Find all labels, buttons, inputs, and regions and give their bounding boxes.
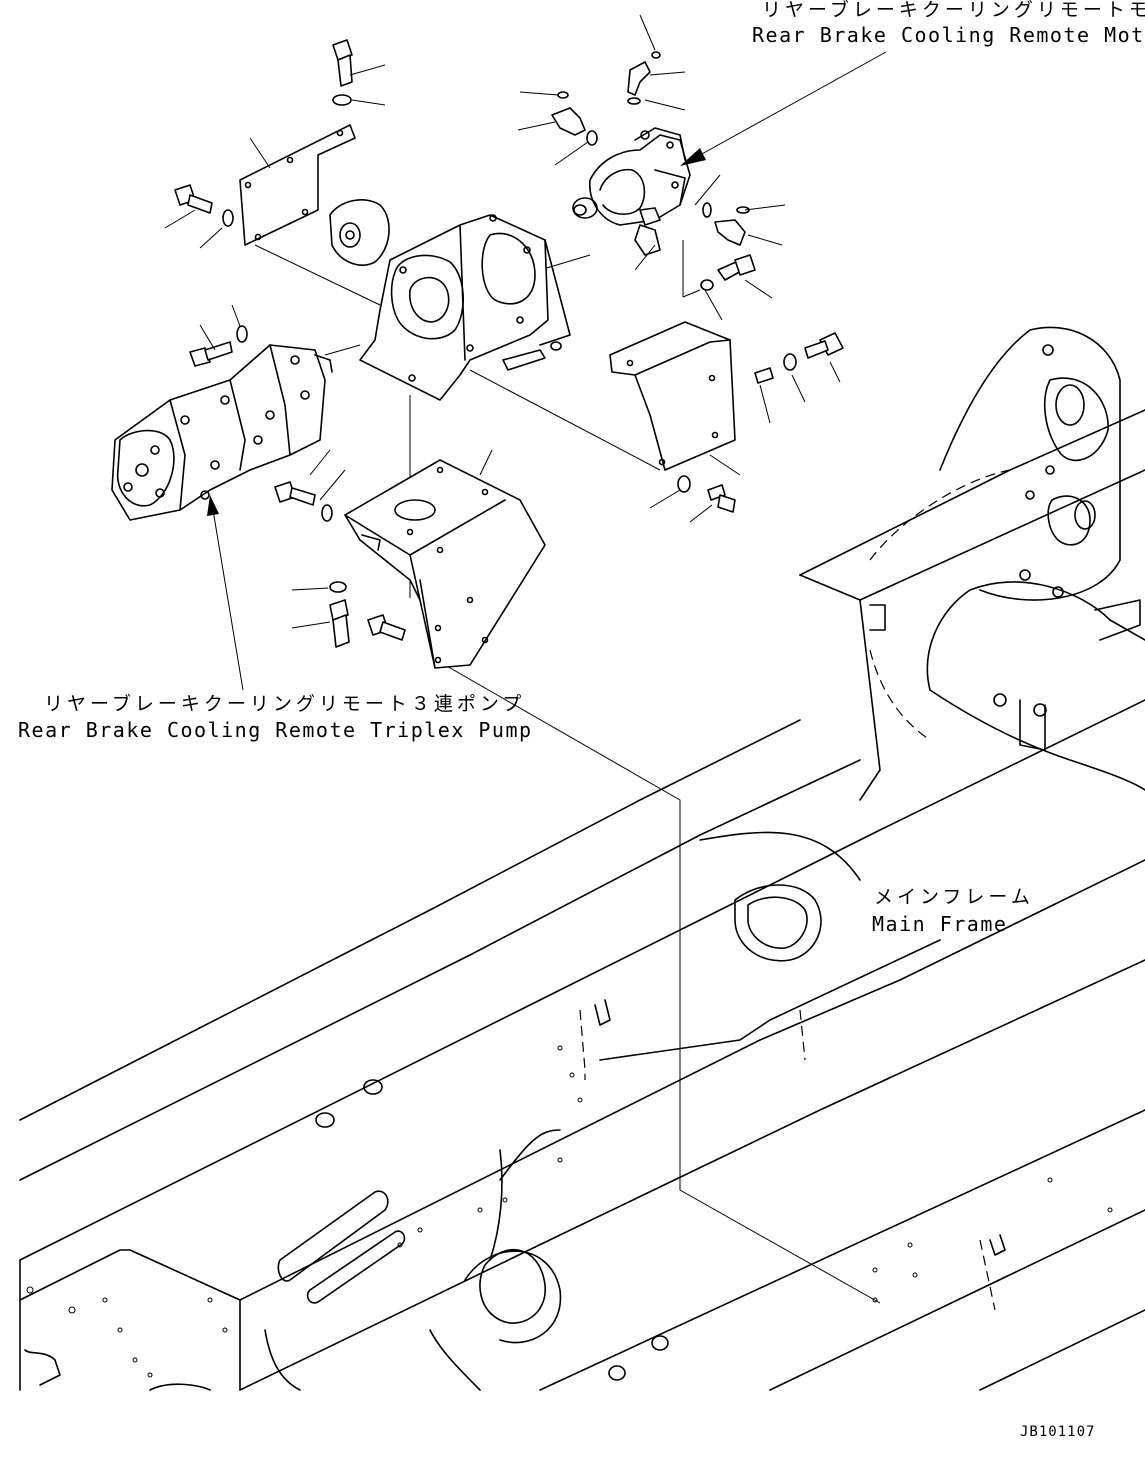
right-cover	[609, 321, 736, 471]
drawing-number: JB101107	[1020, 1424, 1096, 1440]
mounting-bracket	[344, 459, 546, 669]
pump-callout-arrow	[207, 495, 244, 691]
motor-label-jp: リヤーブレーキクーリングリモートモータ	[762, 0, 1145, 21]
frame-label-jp: メインフレーム	[874, 886, 1034, 908]
motor-label-en: Rear Brake Cooling Remote Motor	[752, 23, 1145, 47]
remote-motor	[572, 127, 691, 256]
triplex-pump	[111, 344, 333, 521]
motor-callout-arrow	[680, 51, 887, 166]
main-frame	[19, 326, 1145, 1391]
hardware	[174, 39, 844, 648]
pump-housing	[329, 199, 571, 401]
pump-label-en: Rear Brake Cooling Remote Triplex Pump	[18, 718, 533, 742]
upper-cover	[239, 124, 356, 246]
pump-label-jp: リヤーブレーキクーリングリモート３連ポンプ	[44, 693, 526, 715]
mounting-centerline	[444, 664, 881, 1304]
motor-fittings	[551, 51, 753, 291]
leader-lines	[164, 14, 841, 629]
frame-label-en: Main Frame	[872, 912, 1008, 936]
